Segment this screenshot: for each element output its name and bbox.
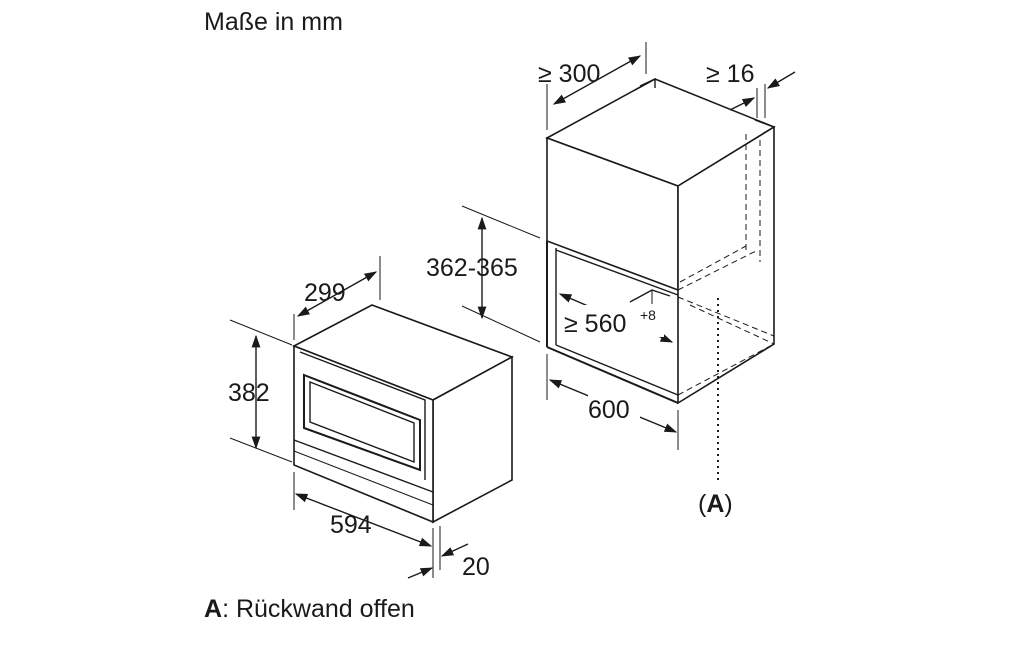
dim-side-wall [729,71,796,118]
dim-label-600: 600 [588,396,630,424]
dim-label-362-365: 362-365 [426,254,518,282]
appliance-drawing [292,304,514,524]
dim-label-side-wall: ≥ 16 [706,60,754,88]
dim-label-cabinet-depth: ≥ 300 [538,60,600,88]
dim-label-382: 382 [228,379,270,407]
dim-appliance-depth [293,256,381,340]
legend-note: A: Rückwand offen [204,595,415,623]
dim-niche-height [461,205,541,343]
dim-label-niche-depth: ≥ 560 [564,310,626,338]
legend-key: A [204,595,222,623]
legend-text: : Rückwand offen [222,595,415,623]
dim-appliance-height [229,319,293,463]
diagram-title: Maße in mm [204,8,343,36]
dim-label-594: 594 [330,511,372,539]
dim-label-20: 20 [462,553,490,581]
cabinet-drawing [545,77,776,405]
dim-cabinet-depth [546,42,647,130]
dim-label-299: 299 [304,279,346,307]
dim-label-niche-depth-tolerance: +8 [640,307,656,323]
callout-A: (A) [698,490,733,518]
dim-front-overhang [407,526,469,579]
